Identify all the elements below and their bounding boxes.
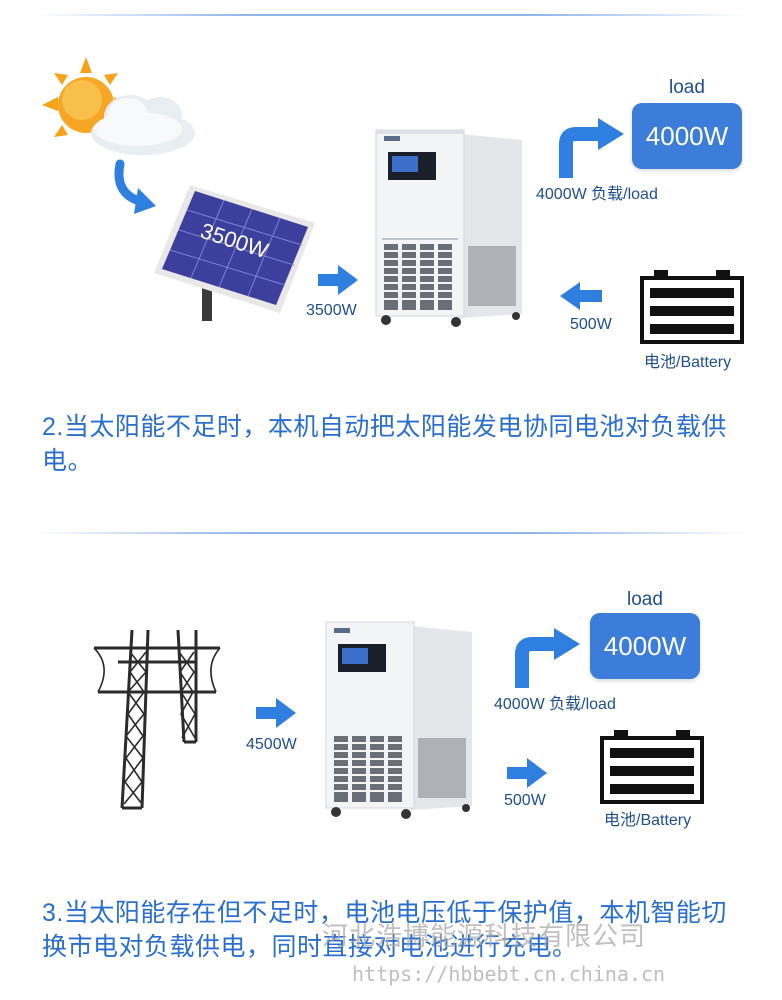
- load-label: 4000W 负载/load: [536, 186, 658, 203]
- inverter-to-load-arrow-icon: [559, 118, 624, 178]
- load-title-2: load: [627, 589, 663, 610]
- watermark-company: 河北浩博能源科技有限公司: [322, 921, 647, 951]
- inverter-cabinet-icon: [375, 129, 522, 327]
- inverter-to-load-arrow-icon-2: [515, 628, 580, 688]
- load-power-box: 4000W: [632, 103, 742, 169]
- solar-panel-icon: 3500W: [154, 185, 315, 321]
- sun-to-panel-arrow-icon: [114, 159, 156, 214]
- power-tower-icon: [93, 629, 221, 810]
- battery-icon-2: [600, 730, 704, 804]
- inverter-to-battery-arrow-icon: [507, 758, 547, 788]
- load-power-box-2: 4000W: [590, 613, 700, 679]
- battery-arrow-label: 500W: [570, 316, 612, 333]
- sun-cloud-icon: [42, 57, 195, 155]
- grid-to-inverter-arrow-icon: [256, 698, 296, 728]
- battery-arrow-label-2: 500W: [504, 792, 546, 809]
- battery-label-2: 电池/Battery: [604, 812, 692, 829]
- section1-caption: 2.当太阳能不足时，本机自动把太阳能发电协同电池对负载供电。: [42, 413, 727, 475]
- battery-icon: [640, 270, 744, 344]
- middle-divider: [35, 532, 747, 534]
- panel-arrow-label: 3500W: [306, 302, 357, 319]
- battery-label: 电池/Battery: [644, 354, 732, 371]
- watermark-url: https://hbbebt.cn.china.cn: [352, 962, 666, 986]
- grid-arrow-label: 4500W: [246, 736, 297, 753]
- battery-to-inverter-arrow-icon: [560, 282, 602, 310]
- section2-caption: 3.当太阳能存在但不足时，电池电压低于保护值，本机智能切换市电对负载供电，同时直…: [42, 899, 727, 961]
- panel-to-inverter-arrow-icon: [318, 265, 358, 295]
- load-label-2: 4000W 负载/load: [494, 696, 616, 713]
- load-title: load: [669, 77, 705, 98]
- top-divider: [35, 14, 747, 16]
- inverter-cabinet-icon-2: [325, 621, 472, 819]
